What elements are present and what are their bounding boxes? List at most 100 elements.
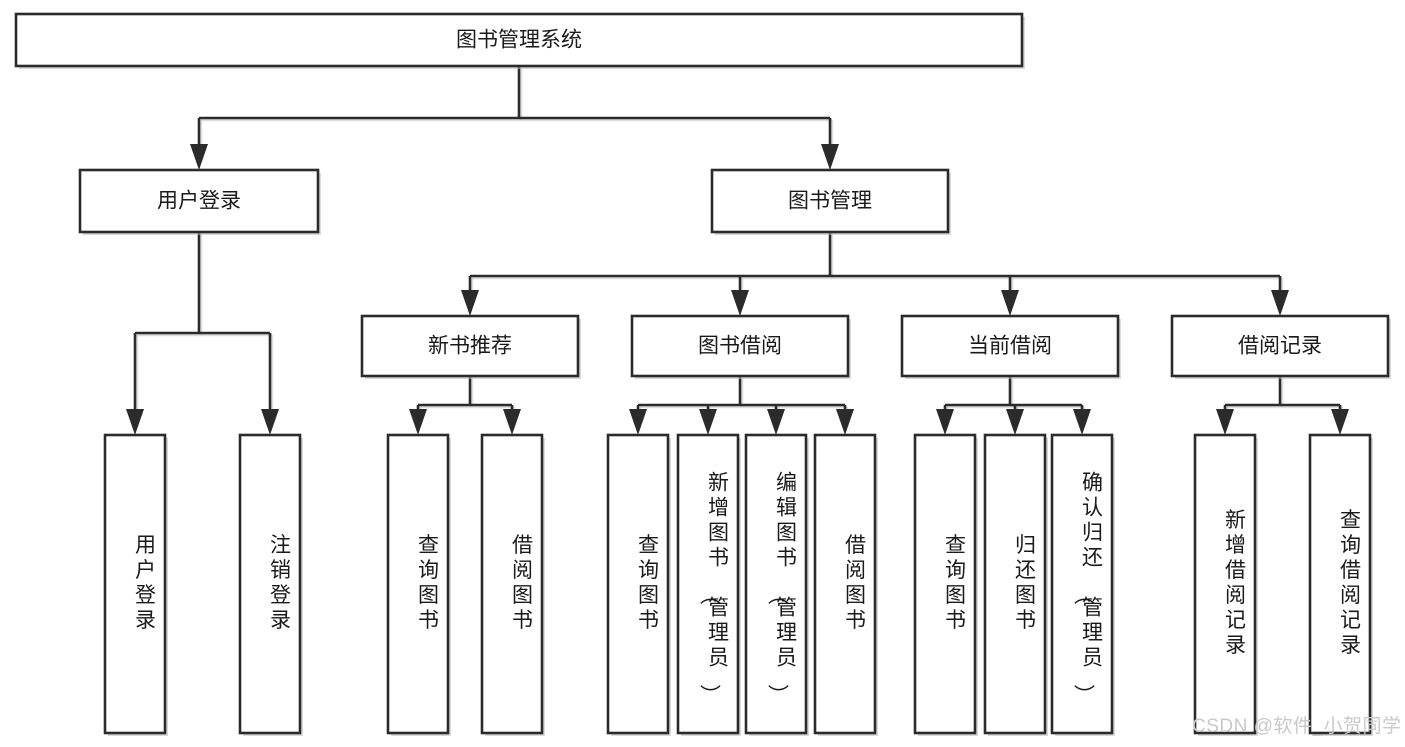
leaf-label-char: ）: [765, 684, 788, 706]
leaf-label-char: 书: [945, 609, 967, 632]
leaf-label-char: 增: [1225, 534, 1247, 557]
leaf-label-char: 新: [708, 472, 730, 495]
leaf-label-char: 书: [418, 609, 440, 632]
leaf-label-char: 借: [845, 534, 867, 557]
leaf-label-char: 登: [270, 584, 292, 607]
leaf-label-char: 管: [708, 597, 730, 620]
leaf-label-char: （: [1071, 584, 1094, 606]
leaf-label-char: 确: [1082, 472, 1104, 495]
leaf-label-char: 阅: [1225, 584, 1247, 607]
leaf-label-char: 还: [1015, 559, 1037, 582]
leaf-label-char: 理: [1082, 622, 1104, 645]
leaf-label-char: 询: [945, 559, 967, 582]
leaf-label-char: 录: [1225, 634, 1247, 657]
connector-layer: [126, 66, 1349, 435]
leaf-label-char: 增: [708, 497, 730, 520]
leaf-label-char: 还: [1082, 547, 1104, 570]
leaf-label-char: 图: [1015, 584, 1037, 607]
leaf-label-char: ）: [697, 684, 720, 706]
level3-node-3[interactable]: 借阅记录: [1170, 314, 1391, 379]
leaf-label-char: 图: [638, 584, 660, 607]
leaf-label-char: 录: [135, 609, 157, 632]
leaf-label-char: 书: [708, 547, 730, 570]
node-label: 图书借阅: [698, 335, 782, 358]
leaf-label-char: 辑: [776, 497, 798, 520]
leaf-label-char: 借: [512, 534, 534, 557]
leaf-label-char: 书: [845, 609, 867, 632]
leaf-label-char: 书: [1015, 609, 1037, 632]
level3-node-0[interactable]: 新书推荐: [360, 314, 581, 379]
leaf-label-char: 询: [638, 559, 660, 582]
leaf-label-char: 归: [1082, 522, 1104, 545]
leaf-label-char: 管: [1082, 597, 1104, 620]
leaf-label-char: 新: [1225, 509, 1247, 532]
leaf-label-char: 编: [776, 472, 798, 495]
leaf-label-char: 归: [1015, 534, 1037, 557]
leaf-label-char: 用: [135, 534, 157, 557]
node-label: 图书管理系统: [456, 29, 582, 52]
node-label: 用户登录: [157, 190, 241, 213]
leaf-label-char: 录: [1340, 634, 1362, 657]
leaf-label-char: 借: [1225, 559, 1247, 582]
level2-node-1[interactable]: 图书管理: [710, 168, 951, 235]
leaf-label-char: 员: [1082, 647, 1104, 670]
leaf-label-char: 录: [270, 609, 292, 632]
leaf-label-char: 查: [1340, 509, 1362, 532]
leaf-label-char: 理: [708, 622, 730, 645]
level3-node-1[interactable]: 图书借阅: [630, 314, 851, 379]
leaf-label-char: 借: [1340, 559, 1362, 582]
leaf-label-char: 询: [418, 559, 440, 582]
leaf-label-char: ）: [1071, 684, 1094, 706]
leaf-label-char: 户: [135, 559, 157, 582]
leaf-label-char: 记: [1225, 609, 1247, 632]
leaf-label-char: 书: [512, 609, 534, 632]
node-label: 当前借阅: [968, 335, 1052, 358]
leaf-label-char: 阅: [845, 559, 867, 582]
leaf-label-char: 书: [638, 609, 660, 632]
leaf-label-char: 图: [512, 584, 534, 607]
leaf-label-char: 图: [845, 584, 867, 607]
leaf-label-char: 认: [1082, 497, 1104, 520]
leaf-label-char: 图: [708, 522, 730, 545]
leaf-label-char: （: [697, 584, 720, 606]
watermark-label: CSDN @软件_小贺同学: [1192, 716, 1402, 737]
node-layer: 图书管理系统用户登录图书管理新书推荐图书借阅当前借阅借阅记录用户登录注销登录查询…: [14, 12, 1391, 736]
leaf-node-0[interactable]: 用户登录: [103, 433, 168, 736]
node-label: 借阅记录: [1238, 335, 1322, 358]
root-node-book-management-system[interactable]: 图书管理系统: [14, 12, 1025, 69]
leaf-label-char: 注: [270, 534, 292, 557]
leaf-label-char: 书: [776, 547, 798, 570]
leaf-label-char: 理: [776, 622, 798, 645]
leaf-label-char: 查: [945, 534, 967, 557]
leaf-label-char: 询: [1340, 534, 1362, 557]
leaf-label-char: 图: [776, 522, 798, 545]
leaf-label-char: 员: [776, 647, 798, 670]
leaf-label-char: 查: [418, 534, 440, 557]
leaf-label-char: 员: [708, 647, 730, 670]
leaf-label-char: 阅: [1340, 584, 1362, 607]
leaf-label-char: 图: [418, 584, 440, 607]
node-label: 图书管理: [788, 190, 872, 213]
leaf-label-char: 查: [638, 534, 660, 557]
leaf-label-char: 阅: [512, 559, 534, 582]
leaf-label-char: 记: [1340, 609, 1362, 632]
level2-node-0[interactable]: 用户登录: [78, 168, 321, 235]
leaf-label-char: （: [765, 584, 788, 606]
level3-node-2[interactable]: 当前借阅: [900, 314, 1121, 379]
node-label: 新书推荐: [428, 335, 512, 358]
leaf-label-char: 图: [945, 584, 967, 607]
